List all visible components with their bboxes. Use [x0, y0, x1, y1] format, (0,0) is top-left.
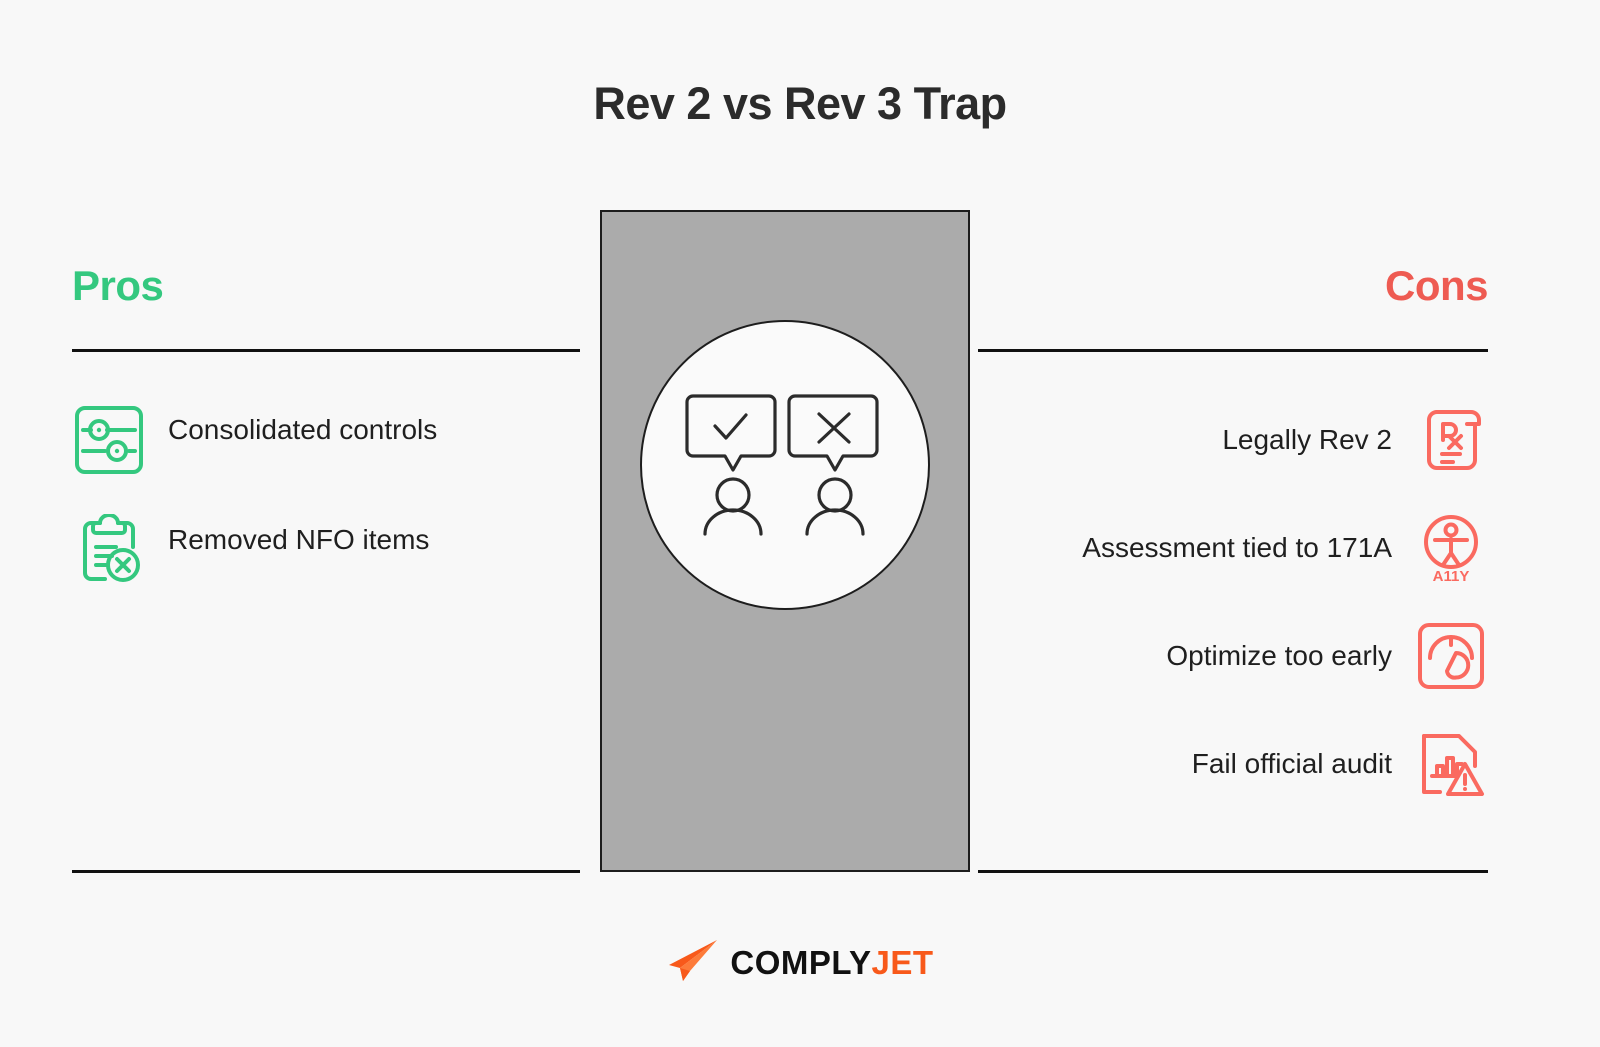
- cons-column: Cons Legally Rev 2 Assessment tied to 17…: [978, 262, 1489, 796]
- brand-logo: COMPLYJET: [0, 938, 1600, 987]
- pros-bottom-divider: [72, 870, 580, 873]
- pros-list: Consolidated controls Removed NFO items: [72, 403, 580, 623]
- chart-document-warning-icon: [1414, 727, 1488, 801]
- prescription-scroll-icon: [1414, 403, 1488, 477]
- cons-list: Legally Rev 2 Assessment tied to 171A: [978, 403, 1488, 835]
- list-item: Fail official audit: [978, 727, 1488, 801]
- list-item-label: Consolidated controls: [168, 414, 438, 445]
- accessibility-a11y-icon: A11Y: [1414, 511, 1488, 585]
- list-item: Consolidated controls: [72, 403, 580, 477]
- sliders-controls-icon: [72, 403, 146, 477]
- list-item-label: Fail official audit: [1191, 747, 1392, 779]
- svg-text:A11Y: A11Y: [1433, 568, 1470, 584]
- list-item: Assessment tied to 171A A11Y: [978, 511, 1488, 585]
- list-item: Optimize too early: [978, 619, 1488, 693]
- center-illustration-panel: [600, 210, 970, 872]
- list-item: Legally Rev 2: [978, 403, 1488, 477]
- center-illustration-circle: [640, 320, 930, 610]
- cons-heading: Cons: [1385, 262, 1489, 309]
- clipboard-remove-icon: [72, 513, 146, 587]
- pros-top-divider: [72, 349, 580, 352]
- paper-plane-icon: [666, 938, 718, 987]
- logo-accent-text: JET: [871, 943, 934, 981]
- cons-top-divider: [978, 349, 1488, 352]
- pros-heading: Pros: [72, 262, 164, 309]
- logo-primary-text: COMPLY: [730, 943, 872, 981]
- list-item-label: Legally Rev 2: [1222, 423, 1392, 455]
- list-item-label: Assessment tied to 171A: [1082, 531, 1392, 563]
- list-item: Removed NFO items: [72, 513, 580, 587]
- pros-column: Pros Consolidated controls: [72, 262, 580, 582]
- speedometer-gauge-icon: [1414, 619, 1488, 693]
- list-item-label: Optimize too early: [1166, 639, 1392, 671]
- page-title: Rev 2 vs Rev 3 Trap: [593, 78, 1007, 129]
- cons-bottom-divider: [978, 870, 1488, 873]
- two-people-approve-reject-speech-bubbles-icon: [685, 390, 885, 540]
- list-item-label: Removed NFO items: [168, 524, 430, 555]
